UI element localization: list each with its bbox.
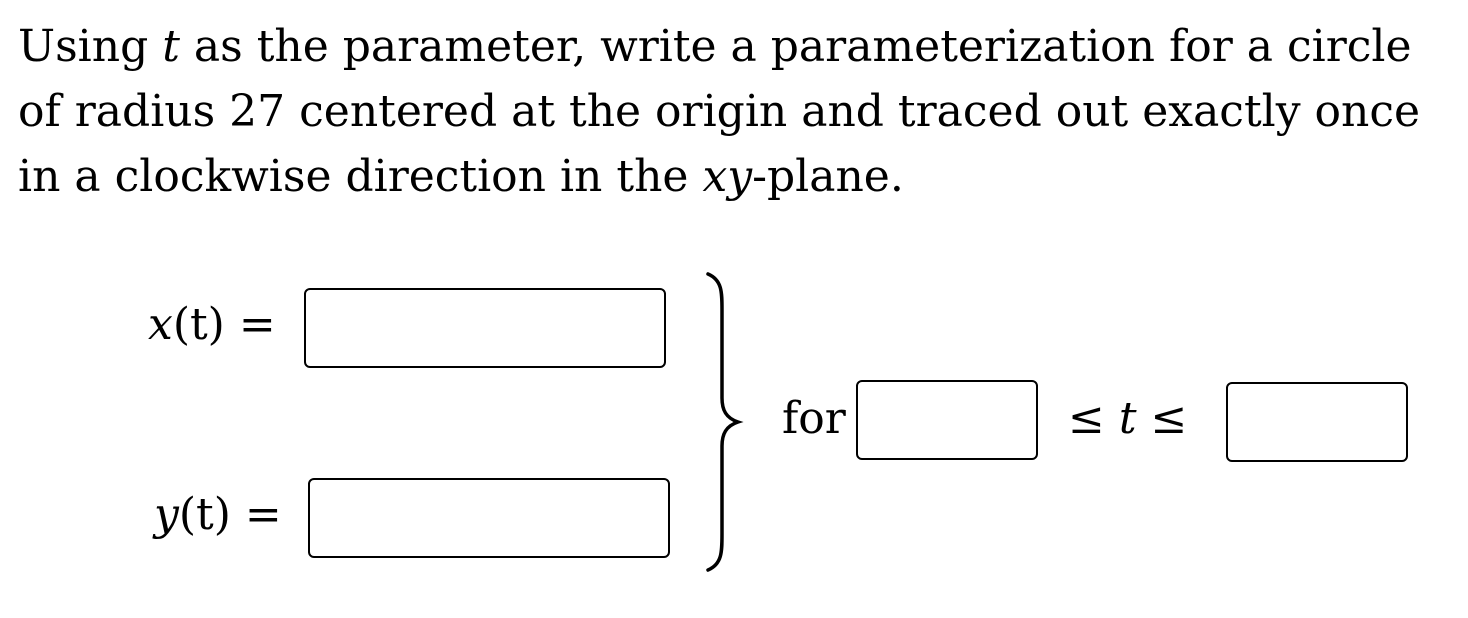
problem-text: Using	[18, 21, 163, 72]
x-function-name: x	[148, 299, 173, 350]
parameter-variable: t	[162, 21, 180, 72]
for-label: for	[782, 393, 846, 444]
problem-line-3: in a clockwise direction in the xy-plane…	[18, 144, 1458, 209]
x-equation-label: x(t) =	[148, 300, 276, 350]
less-equal-sign: ≤	[1136, 393, 1188, 444]
problem-statement: Using t as the parameter, write a parame…	[18, 14, 1458, 209]
problem-line-2: of radius 27 centered at the origin and …	[18, 86, 1421, 137]
plane-variable: xy	[702, 151, 753, 202]
problem-text: as the parameter, write a parameterizati…	[179, 21, 1412, 72]
x-equals-sign: =	[224, 299, 276, 350]
range-variable: t	[1118, 393, 1137, 444]
right-brace-icon	[706, 272, 744, 572]
y-function-arg: (t)	[178, 489, 231, 540]
t-max-input[interactable]	[1226, 382, 1408, 462]
y-equation-label: y(t) =	[154, 490, 282, 540]
problem-line-1: Using t as the parameter, write a parame…	[18, 14, 1458, 79]
less-equal-sign: ≤	[1068, 393, 1119, 444]
y-equals-sign: =	[230, 489, 282, 540]
problem-text: in a clockwise direction in the	[18, 151, 703, 202]
x-function-arg: (t)	[172, 299, 225, 350]
y-function-name: y	[154, 489, 179, 540]
y-of-t-input[interactable]	[308, 478, 670, 558]
problem-text: -plane.	[752, 151, 904, 202]
x-of-t-input[interactable]	[304, 288, 666, 368]
t-range-inequality: ≤ t ≤	[1068, 394, 1187, 444]
t-min-input[interactable]	[856, 380, 1038, 460]
